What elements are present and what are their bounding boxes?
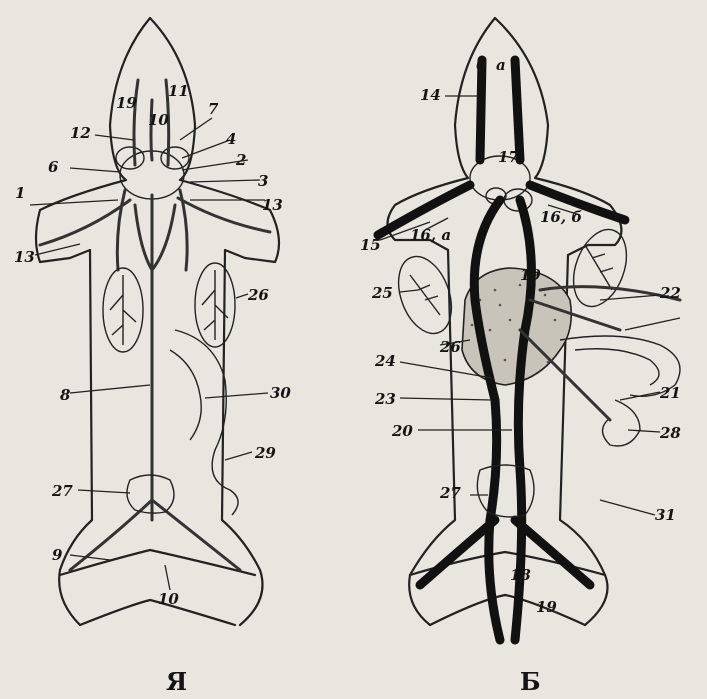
label-b-31: 31	[655, 506, 676, 524]
label-a-19: 19	[116, 94, 137, 112]
label-a-27: 27	[51, 482, 73, 500]
label-a-8: 8	[60, 386, 71, 404]
label-a-10: 10	[158, 590, 179, 608]
label-b-20: 20	[391, 422, 413, 440]
label-b-22: 22	[659, 284, 681, 302]
label-a-10-top: 10	[148, 111, 169, 129]
label-b-25: 25	[371, 284, 393, 302]
label-b-19-top: 19	[520, 266, 541, 284]
label-a-3: 3	[258, 172, 268, 190]
caption-a: Я	[166, 667, 187, 696]
label-a-9: 9	[52, 546, 63, 564]
label-a-13-right: 13	[262, 196, 283, 214]
label-a-11: 11	[168, 82, 189, 100]
label-a-26: 26	[247, 286, 269, 304]
label-a-6: 6	[48, 158, 59, 176]
label-b-15: 15	[360, 236, 381, 254]
label-b-28: 28	[659, 424, 681, 442]
label-b-delta: б	[476, 56, 487, 74]
label-b-19: 19	[536, 598, 557, 616]
label-a-2: 2	[235, 151, 246, 169]
label-a-4: 4	[226, 130, 236, 148]
label-b-16a: 16, а	[410, 226, 451, 244]
label-b-14: 14	[420, 86, 441, 104]
label-b-24: 24	[374, 352, 396, 370]
label-a-7: 7	[208, 100, 219, 118]
caption-b: Б	[520, 667, 541, 696]
label-a-1: 1	[15, 184, 25, 202]
label-b-alpha: а	[496, 56, 506, 74]
label-a-30: 30	[270, 384, 291, 402]
label-b-23: 23	[374, 390, 396, 408]
label-b-21: 21	[659, 384, 681, 402]
label-b-17: 17	[498, 148, 519, 166]
label-b-18: 18	[510, 566, 531, 584]
label-b-26: 26	[439, 338, 461, 356]
label-a-29: 29	[254, 444, 276, 462]
label-b-27: 27	[439, 484, 461, 502]
label-a-13: 13	[14, 248, 35, 266]
label-a-12: 12	[70, 124, 91, 142]
label-b-16b: 16, б	[540, 208, 582, 226]
